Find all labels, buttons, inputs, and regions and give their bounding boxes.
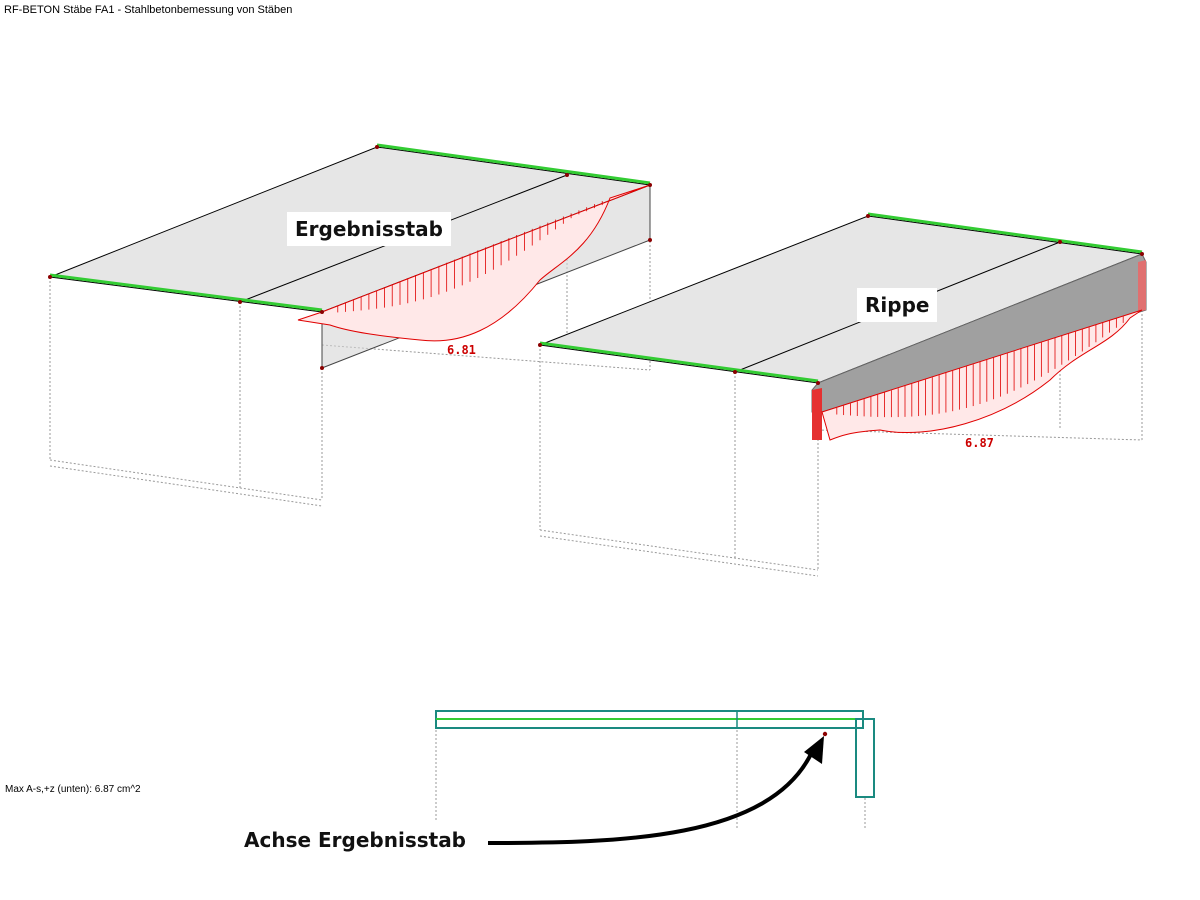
- left-line-supports: [49, 143, 651, 312]
- left-model: 6.81: [48, 143, 652, 507]
- callout-rippe: Rippe: [857, 288, 938, 322]
- plan-view: [435, 710, 875, 845]
- right-nodes: [538, 214, 1144, 385]
- left-reinforcement-diagram: [297, 184, 651, 342]
- right-line-supports: [539, 212, 1143, 383]
- right-reinforcement-diagram: [821, 309, 1143, 441]
- status-max-value: Max A-s,+z (unten): 6.87 cm^2: [5, 784, 141, 795]
- callout-achse-ergebnisstab: Achse Ergebnisstab: [244, 828, 467, 852]
- callout-arrow: [487, 751, 814, 845]
- rib-far-section: [1138, 260, 1146, 312]
- right-max-value: 6.87: [965, 436, 994, 450]
- window-title: RF-BETON Stäbe FA1 - Stahlbetonbemessung…: [4, 4, 293, 16]
- callout-ergebnisstab: Ergebnisstab: [287, 212, 451, 246]
- callout-arrowhead: [804, 736, 824, 764]
- rib-end-section: [812, 388, 822, 440]
- left-nodes: [48, 145, 652, 370]
- plan-rib-outline: [855, 718, 875, 798]
- right-model: 6.87: [538, 212, 1147, 577]
- plan-result-axis-point: [822, 731, 828, 737]
- left-max-value: 6.81: [447, 343, 476, 357]
